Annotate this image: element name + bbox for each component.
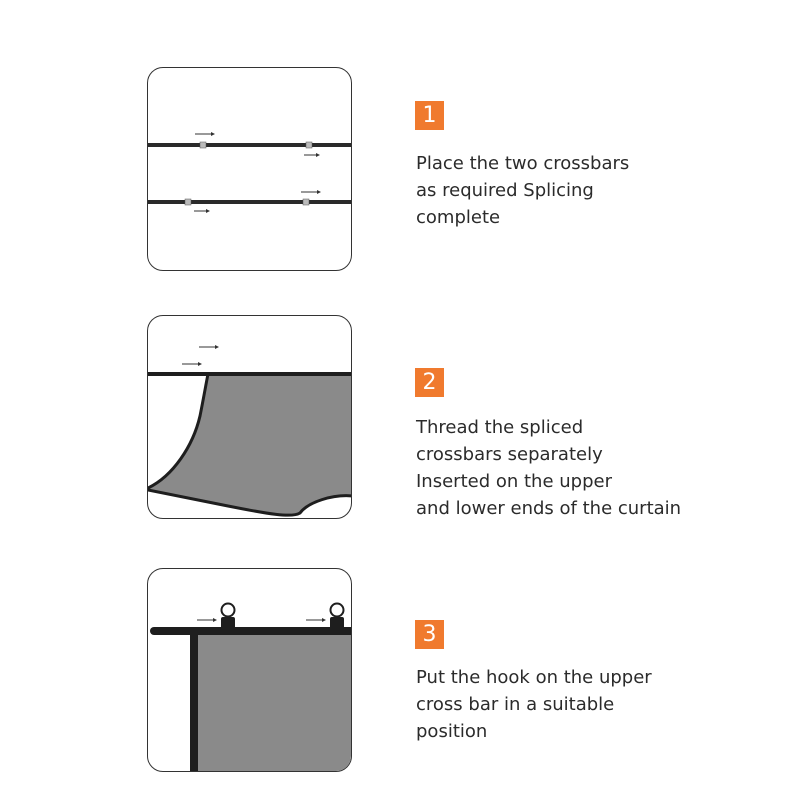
arrow-icon — [301, 190, 321, 194]
instruction-line: Inserted on the upper — [416, 471, 612, 492]
instruction-line: Thread the spliced — [416, 417, 584, 438]
curtain-threading-diagram — [148, 345, 351, 517]
instruction-line: cross bar in a suitable — [416, 694, 615, 715]
instruction-line: crossbars separately — [416, 444, 603, 465]
arrow-icon — [199, 345, 219, 349]
step-3-illustration — [147, 568, 352, 772]
step-1-instruction: Place the two crossbars as required Spli… — [416, 150, 786, 231]
hook-icon — [329, 602, 345, 635]
arrow-icon — [194, 209, 210, 213]
curtain-fabric — [148, 372, 351, 517]
instruction-line: complete — [416, 207, 501, 228]
instruction-line: Put the hook on the upper — [416, 667, 652, 688]
step-number-badge: 2 — [415, 368, 444, 397]
crossbar-top — [148, 141, 351, 149]
arrow-icon — [197, 618, 217, 622]
crossbar-splicing-diagram — [148, 132, 351, 213]
step-2-illustration — [147, 315, 352, 519]
curtain-fabric — [192, 630, 351, 771]
step-1-illustration — [147, 67, 352, 271]
arrow-icon — [306, 618, 326, 622]
crossbar-upper — [150, 627, 351, 635]
hook-icon — [220, 602, 236, 635]
arrow-icon — [195, 132, 215, 136]
arrow-icon — [304, 153, 320, 157]
instruction-line: Place the two crossbars — [416, 153, 630, 174]
instruction-line: as required Splicing — [416, 180, 594, 201]
crossbar-bottom — [148, 198, 351, 206]
step-number-badge: 3 — [415, 620, 444, 649]
side-pole — [190, 633, 198, 771]
hook-placement-diagram — [150, 602, 351, 771]
step-number-badge: 1 — [415, 101, 444, 130]
arrow-icon — [182, 362, 202, 366]
instruction-line: position — [416, 721, 488, 742]
step-3-instruction: Put the hook on the upper cross bar in a… — [416, 664, 786, 745]
instruction-line: and lower ends of the curtain — [416, 498, 682, 519]
step-2-instruction: Thread the spliced crossbars separately … — [416, 414, 786, 522]
